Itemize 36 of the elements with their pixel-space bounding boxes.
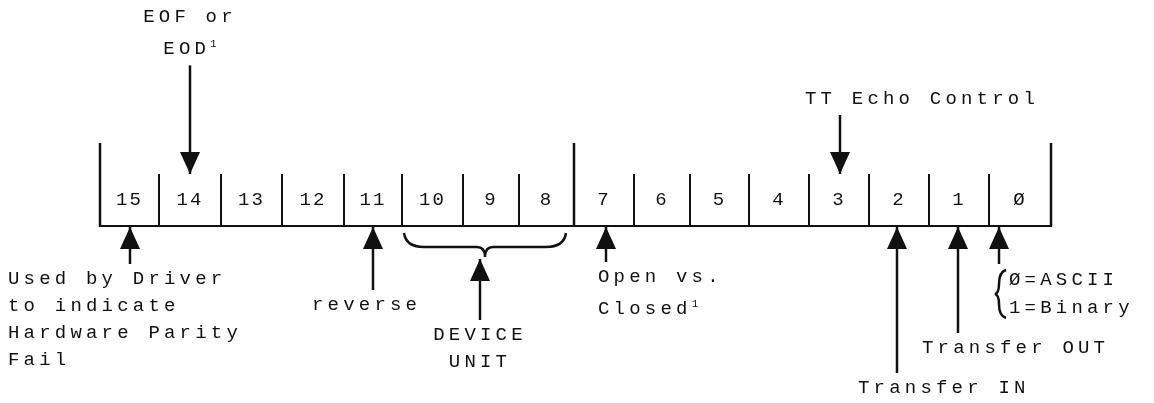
arrow	[180, 65, 200, 174]
arrow	[989, 227, 1009, 264]
bit-description: Open vs. Closed$^{1}$	[598, 265, 724, 323]
bit-cell: 15	[99, 174, 158, 227]
bit-cell: 10	[401, 174, 462, 227]
bit-cell: Ø	[988, 174, 1050, 227]
bit-description: Used by Driver to indicate Hardware Parity Fail	[8, 267, 244, 373]
bit-description: DEVICE UNIT	[432, 323, 528, 375]
bit-description: Transfer OUT	[922, 336, 1111, 361]
bit-cell: 5	[689, 174, 748, 227]
arrow	[830, 115, 850, 174]
option-text: Ø=ASCII	[1009, 268, 1120, 293]
arrow	[120, 227, 140, 264]
bit-cell: 11	[343, 174, 401, 227]
arrow	[596, 227, 616, 262]
option-text: 1=Binary	[1009, 296, 1134, 321]
bit-description: reverse	[312, 293, 423, 318]
curly-brace	[402, 231, 568, 259]
bit-description: TT Echo Control	[805, 87, 1041, 112]
bit-cell: 1	[928, 174, 988, 227]
bit-cell: 14	[158, 174, 220, 227]
bit-cell: 4	[748, 174, 808, 227]
arrow	[887, 227, 907, 373]
bit-cell: 13	[220, 174, 281, 227]
arrow	[948, 227, 968, 333]
bit-cell: 8	[518, 174, 573, 227]
bit-cell: 6	[633, 174, 689, 227]
bit-cell: 12	[281, 174, 343, 227]
bit-description: Transfer IN	[858, 376, 1031, 401]
bit-cell: 3	[808, 174, 868, 227]
arrow	[363, 227, 383, 290]
bit-cell: 2	[868, 174, 928, 227]
arrow	[470, 259, 490, 320]
bit-description: EOF or EOD$^{1}$	[142, 5, 238, 63]
bit-cell: 9	[462, 174, 518, 227]
bit-cell: 7	[573, 174, 633, 227]
